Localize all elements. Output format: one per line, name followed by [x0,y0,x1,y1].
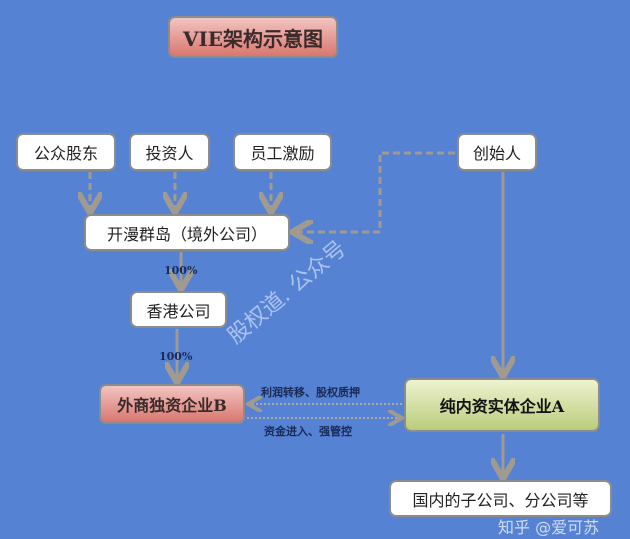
label-capital-control: 资金进入、强管控 [264,425,352,438]
node-domestic-entity: 纯内资实体企业A [404,378,600,432]
node-hk-company: 香港公司 [130,291,227,328]
arrow-founder-cayman [295,151,455,232]
watermark-zhihu: 知乎 @爱可苏 [498,518,600,537]
node-wfoe: 外商独资企业B [99,384,245,424]
label-100-hk-wfoe: 100% [159,350,193,363]
node-cayman: 开漫群岛（境外公司） [84,214,290,251]
node-founder: 创始人 [457,133,537,171]
node-public-shareholders: 公众股东 [16,133,116,171]
node-employee-incentive: 员工激励 [233,133,332,171]
label-100-cayman-hk: 100% [164,264,198,277]
diagram-title: VIE架构示意图 [168,16,338,58]
label-profit-transfer: 利润转移、股权质押 [261,386,360,399]
node-investors: 投资人 [129,133,210,171]
node-subsidiaries: 国内的子公司、分公司等 [389,480,612,517]
